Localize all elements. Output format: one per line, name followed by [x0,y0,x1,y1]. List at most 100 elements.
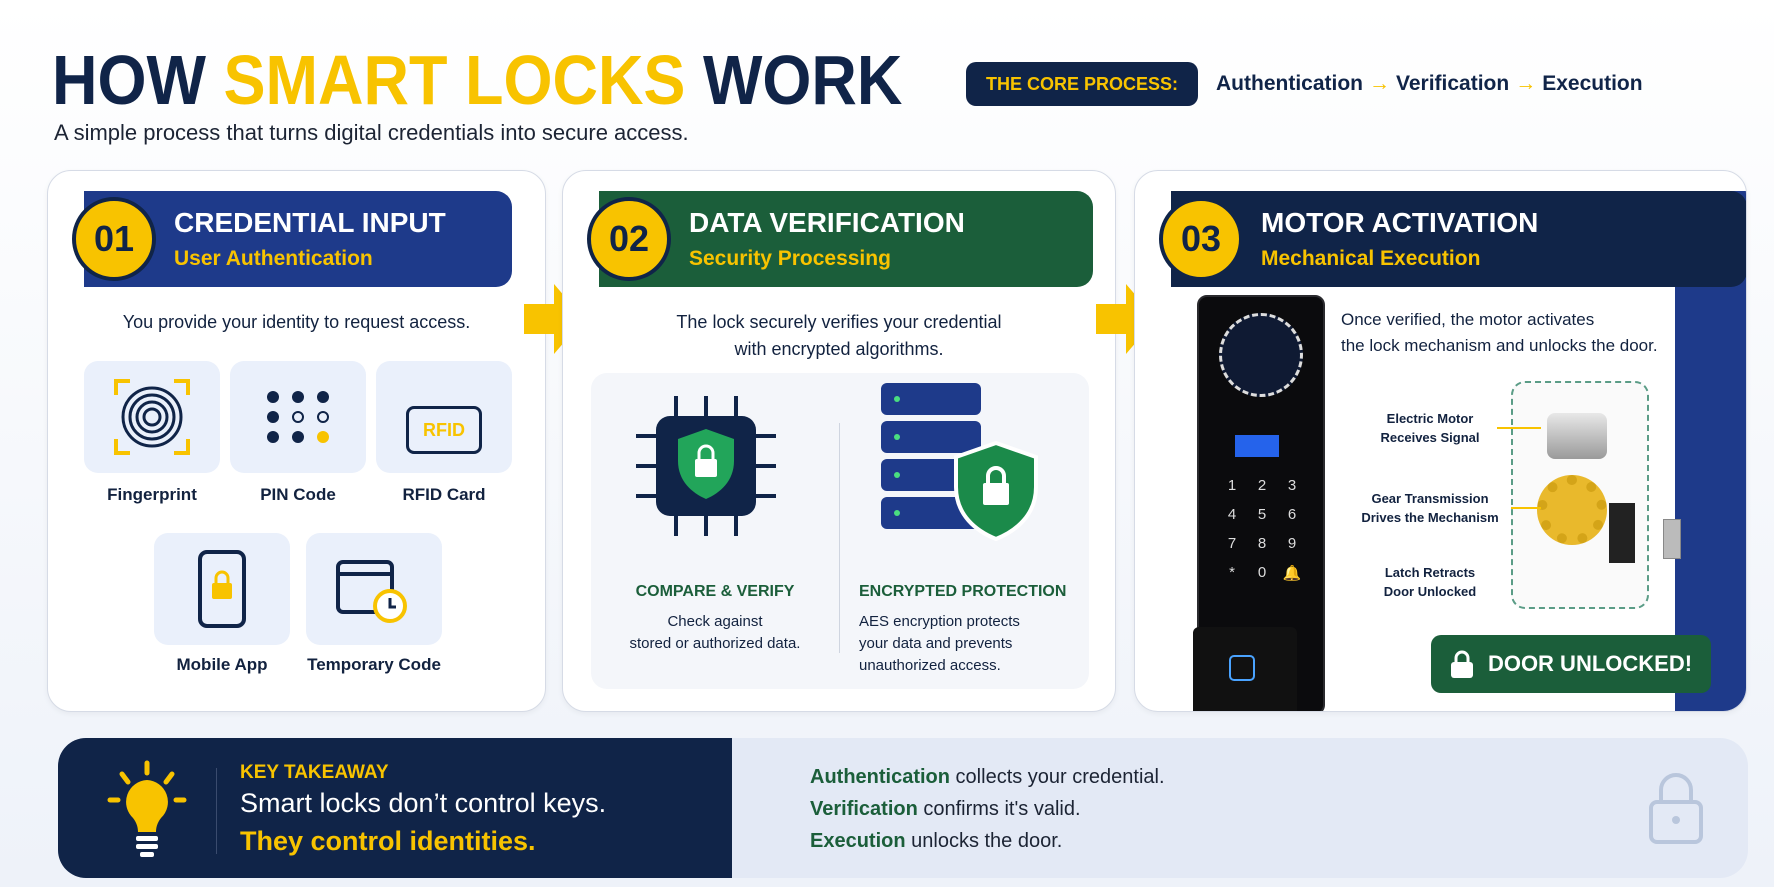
takeaway-line2: They control identities. [240,826,536,856]
step-description: Once verified, the motor activates the lo… [1341,307,1658,359]
block-text: AES encryption protects your data and pre… [859,611,1079,677]
line: your data and prevents [859,635,1013,652]
method-label: Mobile App [176,655,268,674]
fingerprint-sensor [1229,655,1255,681]
gear-icon [1537,475,1607,545]
step-header: 03 MOTOR ACTIVATION Mechanical Execution [1159,191,1746,287]
lock-watermark-icon [1649,773,1703,844]
pin-code-icon [230,361,366,473]
key[interactable]: 1 [1227,477,1237,494]
core-process-flow: Authentication→ Verification→ Execution [1216,72,1643,96]
title-highlight: SMART LOCKS [223,41,686,119]
line: Gear Transmission [1371,491,1489,506]
encrypted-server-icon [881,383,1038,542]
door-unlocked-badge: DOOR UNLOCKED! [1431,635,1711,693]
arrow-icon: → [1369,72,1390,95]
step-number: 02 [587,197,671,281]
title-part: WORK [685,41,903,119]
desc-line: with encrypted algorithms. [734,339,944,359]
face-camera [1219,313,1303,397]
key[interactable]: 7 [1227,535,1237,552]
method-label: Temporary Code [307,655,441,674]
key[interactable]: 8 [1257,535,1267,552]
text: collects your credential. [950,766,1165,788]
step-description: You provide your identity to request acc… [122,312,471,332]
key[interactable]: 9 [1287,535,1297,552]
term: Execution [810,830,906,852]
step-card-credential-input: 01 CREDENTIAL INPUT User Authentication … [47,170,546,712]
text: unlocks the door. [905,830,1063,852]
mechanism-diagram [1511,381,1649,609]
line: AES encryption protects [859,613,1020,630]
line: Once verified, the motor activates [1341,310,1595,329]
callout-line [1511,507,1541,509]
step-card-data-verification: 02 DATA VERIFICATION Security Processing… [562,170,1116,712]
step-header: 02 DATA VERIFICATION Security Processing [587,191,1093,287]
key[interactable]: 5 [1257,506,1267,523]
line: the lock mechanism and unlocks the door. [1341,336,1658,355]
step-header: 01 CREDENTIAL INPUT User Authentication [72,191,512,287]
key[interactable]: 4 [1227,506,1237,523]
door-handle[interactable] [1193,627,1297,711]
line: Drives the Mechanism [1361,510,1499,525]
line: unauthorized access. [859,657,1001,674]
divider [839,423,840,653]
callout-line [1497,427,1541,429]
text: confirms it's valid. [917,798,1081,820]
key-takeaway-banner: KEY TAKEAWAY Smart locks don’t control k… [58,738,1748,878]
desc-line: The lock securely verifies your credenti… [676,312,1002,332]
key[interactable]: * [1229,564,1235,581]
core-process-badge: THE CORE PROCESS: [966,62,1198,106]
key[interactable]: 2 [1257,477,1267,494]
step-subtitle: Security Processing [689,247,891,270]
takeaway-label: KEY TAKEAWAY [240,762,389,783]
block-title: ENCRYPTED PROTECTION [859,583,1067,600]
step-number: 03 [1159,197,1243,281]
flow-step: Verification [1396,72,1510,95]
takeaway-panel: KEY TAKEAWAY Smart locks don’t control k… [58,738,732,878]
step-subtitle: User Authentication [174,247,373,270]
lcd-screen [1235,435,1279,457]
term: Verification [810,798,918,820]
line: Check against [667,613,763,630]
latch-icon [1609,503,1635,563]
method-label: Fingerprint [107,485,197,504]
lock-icon [1450,650,1473,678]
method-label: PIN Code [260,485,336,504]
strike-plate [1663,519,1681,559]
flow-step: Execution [1542,72,1643,95]
rfid-card-icon: RFID [376,361,512,473]
step-title: MOTOR ACTIVATION [1261,207,1539,238]
method-label: RFID Card [402,485,486,504]
smart-lock-device: 1 2 3 4 5 6 7 8 9 * 0 🔔 [1193,295,1325,711]
fingerprint-icon [84,361,220,473]
arrow-icon: → [1515,72,1537,95]
mobile-app-icon [154,533,290,645]
temporary-code-icon [306,533,442,645]
block-title: COMPARE & VERIFY [635,583,795,600]
motor-icon [1547,413,1607,459]
bell-icon[interactable]: 🔔 [1282,565,1302,582]
step-number: 01 [72,197,156,281]
divider [216,768,217,854]
line: Electric Motor [1386,411,1474,426]
status-text: DOOR UNLOCKED! [1487,651,1693,676]
takeaway-point: Verification confirms it's valid. [810,798,1081,821]
page-subtitle: A simple process that turns digital cred… [54,120,689,145]
step-title: DATA VERIFICATION [689,207,965,238]
key[interactable]: 3 [1287,477,1297,494]
term: Authentication [810,766,950,788]
title-part: HOW [52,41,224,119]
key[interactable]: 6 [1287,506,1297,523]
rfid-label: RFID [406,406,482,454]
key[interactable]: 0 [1257,564,1267,581]
line: Door Unlocked [1383,584,1477,599]
takeaway-line1: Smart locks don’t control keys. [240,788,607,818]
takeaway-point: Authentication collects your credential. [810,766,1165,789]
line: Receives Signal [1380,430,1480,445]
lightbulb-icon [107,760,187,857]
step-card-motor-activation: 03 MOTOR ACTIVATION Mechanical Execution… [1134,170,1747,712]
